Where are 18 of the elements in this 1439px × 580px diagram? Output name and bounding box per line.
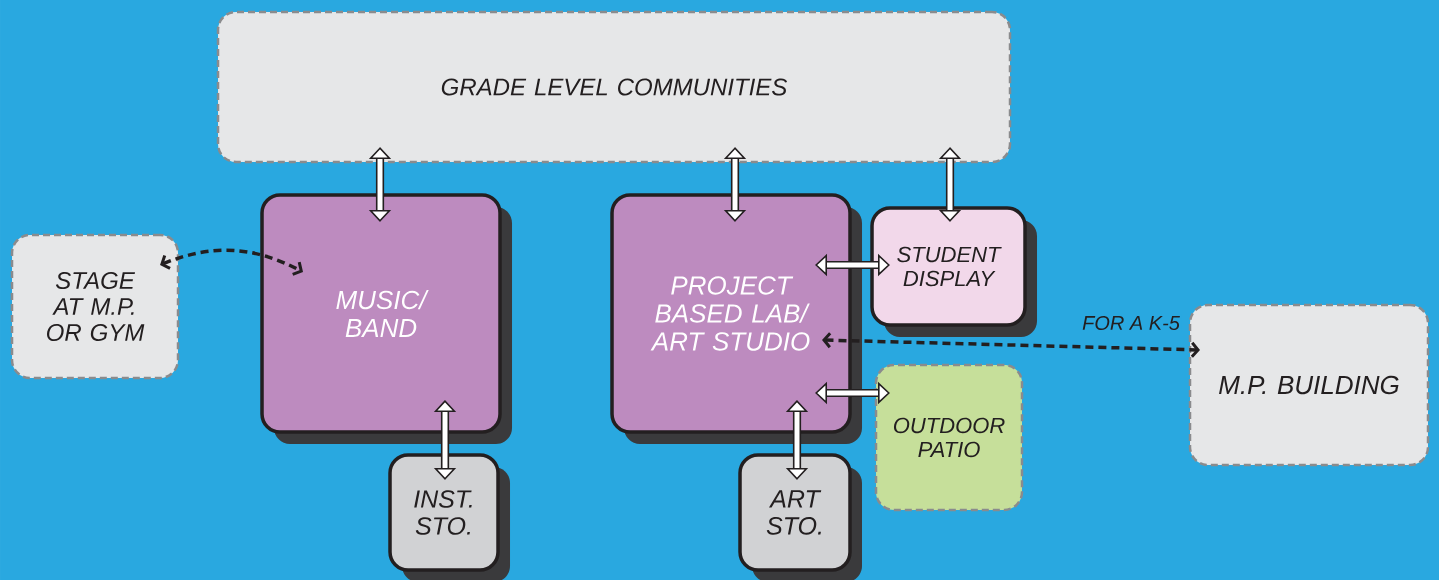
double-arrow	[815, 381, 890, 405]
double-arrow	[368, 147, 392, 222]
double-arrow	[815, 253, 890, 277]
double-arrow	[433, 400, 457, 480]
double-arrow	[938, 147, 962, 222]
storage-box: INST. STO.	[388, 453, 510, 580]
storage-box: ART STO.	[738, 453, 862, 580]
double-arrow	[785, 400, 809, 480]
room-box: PROJECT BASED LAB/ ART STUDIO	[610, 193, 862, 444]
area-box: GRADE LEVEL COMMUNITIES	[216, 10, 1012, 164]
patio-box: OUTDOOR PATIO	[874, 363, 1024, 512]
building-box: M.P. BUILDING	[1188, 303, 1430, 467]
dashed-arrow	[822, 332, 1200, 358]
location-box: STAGE AT M.P. OR GYM	[10, 233, 180, 380]
dashed-arrow	[160, 248, 303, 276]
display-box: STUDENT DISPLAY	[870, 206, 1037, 337]
room-box: MUSIC/ BAND	[260, 193, 512, 444]
double-arrow	[723, 147, 747, 222]
